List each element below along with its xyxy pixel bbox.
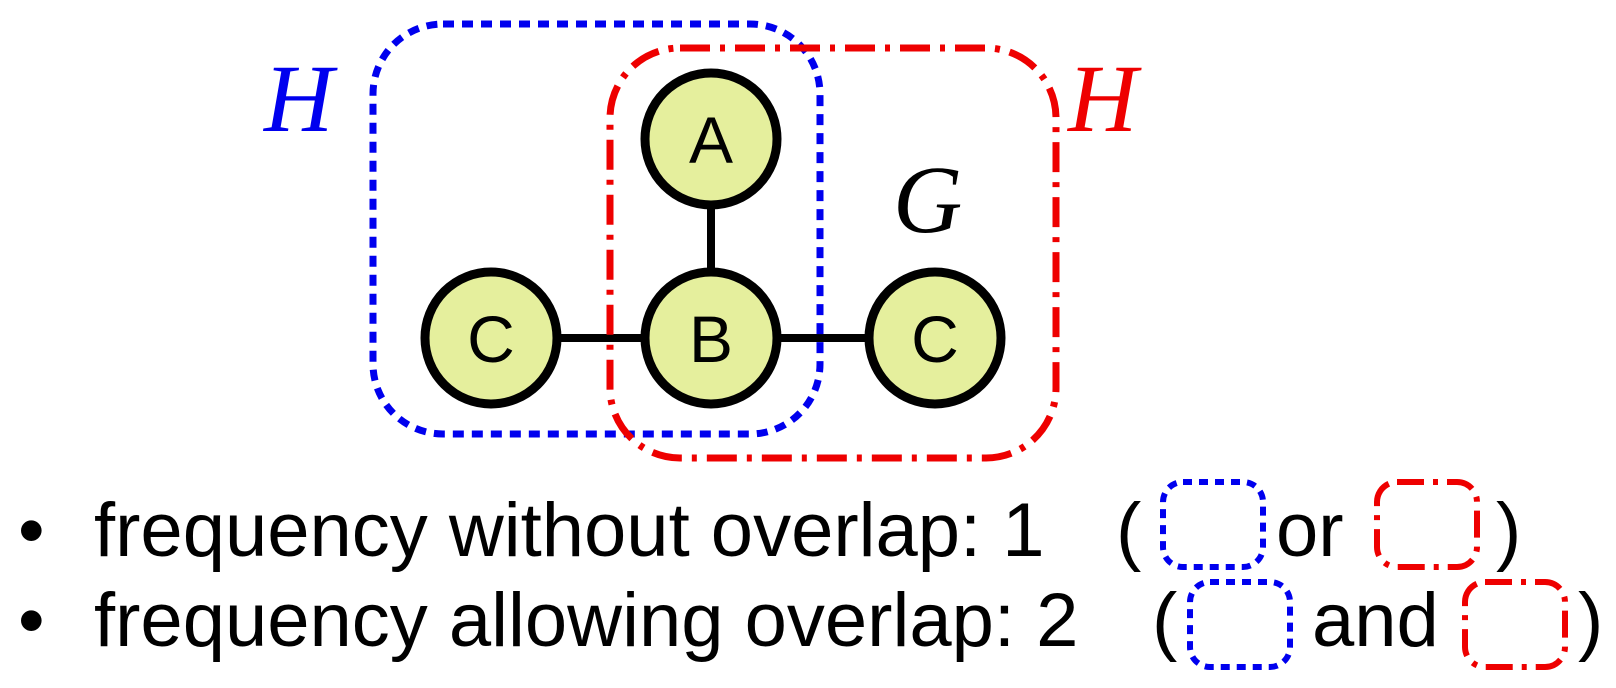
graph-g-label: G: [893, 146, 962, 253]
bullet-without-overlap: • frequency without overlap: 1 ( or ): [18, 479, 1521, 573]
node-c-right: C: [864, 267, 1006, 409]
or-conjunction: or: [1276, 488, 1344, 573]
node-c-right-label: C: [911, 302, 959, 376]
red-h-label: H: [1066, 45, 1142, 152]
red-dashed-swatch: [1462, 579, 1568, 670]
node-a-circle: [640, 68, 782, 210]
bullet-mark: •: [18, 488, 45, 573]
node-b-label: B: [689, 302, 733, 376]
node-a: A: [640, 68, 782, 210]
open-parenthesis: (: [1116, 488, 1141, 573]
bullet-allowing-overlap-text: frequency allowing overlap: 2: [94, 578, 1078, 663]
bullet-mark: •: [18, 578, 45, 663]
node-c-left: C: [420, 267, 562, 409]
graph-edges: [556, 201, 872, 342]
graph-nodes: A B C C: [420, 68, 1006, 409]
node-c-left-label: C: [467, 302, 515, 376]
node-b: B: [640, 267, 782, 409]
bullet-allowing-overlap: • frequency allowing overlap: 2 ( and ): [18, 578, 1603, 670]
open-parenthesis: (: [1152, 578, 1177, 663]
blue-dotted-swatch: [1187, 579, 1293, 670]
close-parenthesis: ): [1496, 488, 1521, 573]
red-dashed-swatch: [1374, 479, 1480, 570]
and-conjunction: and: [1312, 578, 1439, 663]
node-c-right-circle: [864, 267, 1006, 409]
blue-h-label: H: [262, 45, 338, 152]
red-subgraph-boundary: [606, 44, 1060, 462]
node-c-left-circle: [420, 267, 562, 409]
blue-subgraph-boundary: [369, 20, 824, 438]
close-parenthesis: ): [1578, 578, 1603, 663]
node-a-label: A: [689, 103, 733, 177]
blue-dotted-swatch: [1160, 479, 1266, 570]
bullet-without-overlap-text: frequency without overlap: 1: [94, 488, 1045, 573]
node-b-circle: [640, 267, 782, 409]
